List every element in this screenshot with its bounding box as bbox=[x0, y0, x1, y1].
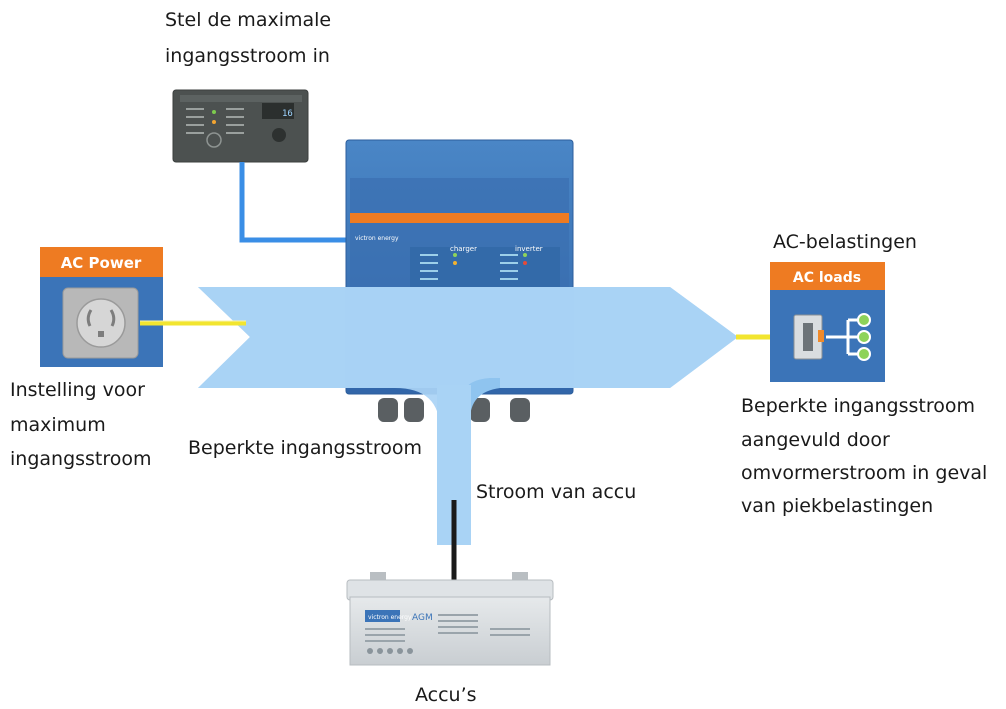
remote-panel-caption-line2: ingangsstroom in bbox=[165, 45, 330, 67]
control-wire bbox=[239, 162, 350, 243]
peak-caption-line2: aangevuld door bbox=[741, 429, 890, 451]
ac-power-header bbox=[40, 247, 163, 277]
remote-display-value: 16 bbox=[282, 109, 293, 119]
socket-icon bbox=[76, 298, 126, 348]
ac-power-header-label: AC Power bbox=[61, 254, 142, 272]
remote-panel-caption-line1: Stel de maximale bbox=[165, 9, 332, 31]
remote-control-panel bbox=[172, 89, 309, 163]
inverter-orange-stripe bbox=[350, 213, 569, 223]
ac-loads-box bbox=[770, 262, 885, 382]
remote-knob-icon bbox=[272, 128, 286, 142]
peak-caption-line3: omvormerstroom in geval bbox=[741, 462, 988, 484]
input-setting-caption-line1: Instelling voor bbox=[10, 379, 145, 401]
battery-type-label: AGM bbox=[412, 613, 433, 623]
limited-current-caption: Beperkte ingangsstroom bbox=[188, 437, 422, 459]
load-outputs-icon bbox=[826, 318, 858, 356]
battery-brand-label: victron energy bbox=[368, 614, 412, 621]
peak-caption-line1: Beperkte ingangsstroom bbox=[741, 395, 975, 417]
ac-loads-header-label: AC loads bbox=[793, 270, 861, 286]
batteries-caption: Accu’s bbox=[415, 684, 477, 706]
ac-loads-header bbox=[770, 262, 885, 290]
battery-icon bbox=[346, 572, 554, 666]
battery-current-caption: Stroom van accu bbox=[476, 481, 637, 503]
ac-loads-caption: AC-belastingen bbox=[773, 231, 917, 253]
input-setting-caption-line3: ingangsstroom bbox=[10, 448, 152, 470]
peak-caption-line4: van piekbelastingen bbox=[741, 495, 934, 517]
distribution-box-icon bbox=[793, 314, 824, 360]
ac-power-box bbox=[40, 247, 163, 367]
inverter-brand-label: victron energy bbox=[355, 235, 399, 242]
inverter-inverter-section: inverter bbox=[515, 245, 543, 253]
inverter-charger-section: charger bbox=[450, 245, 477, 253]
remote-display bbox=[262, 103, 294, 119]
input-setting-caption-line2: maximum bbox=[10, 414, 106, 436]
